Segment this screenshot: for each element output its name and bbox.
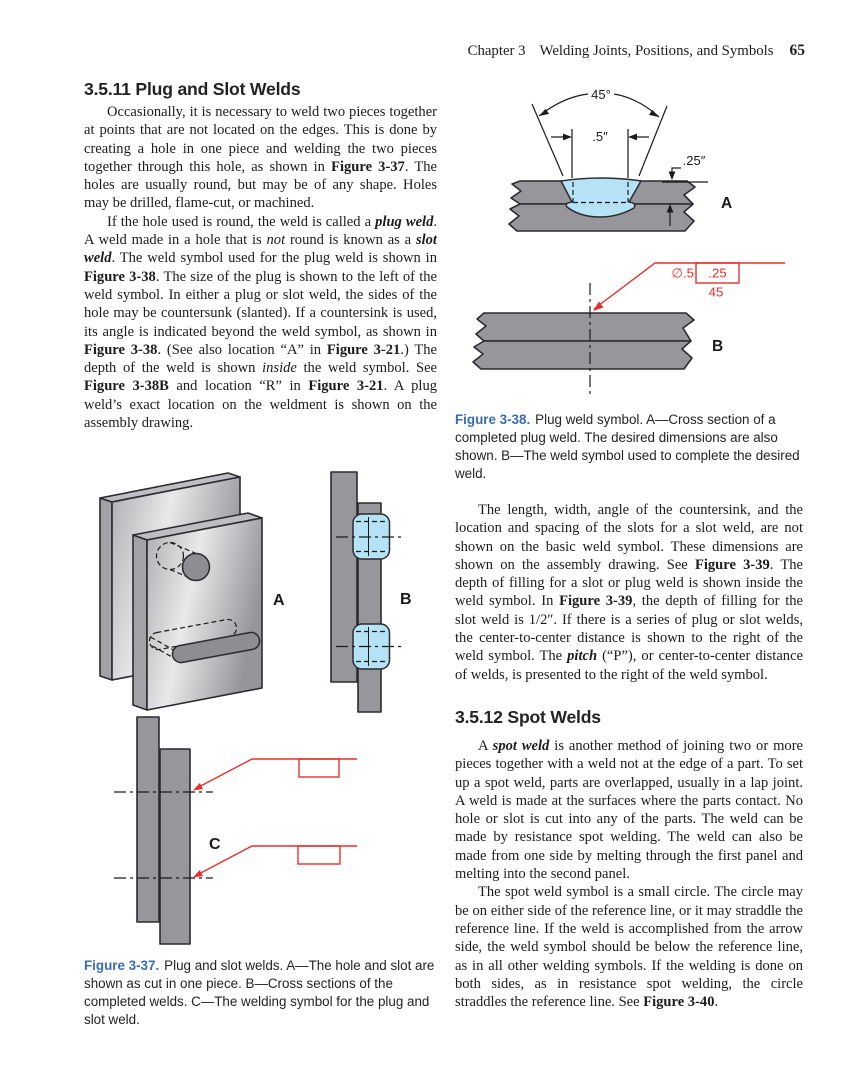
arrowhead [193,870,203,878]
page-header: Chapter 3 Welding Joints, Positions, and … [0,42,805,60]
arrowhead [193,783,203,791]
width-dimension: .5″ [592,129,608,144]
angle-dimension: 45° [591,87,611,102]
plug-slot-3d-view: A [99,472,285,711]
chapter-title: Welding Joints, Positions, and Symbols [539,43,774,59]
plug-weld-symbol-view: ∅.5 .25 45 B [472,262,785,397]
slot-hole [171,631,261,664]
round-hole [181,552,211,582]
plug-weld-metal [559,177,643,218]
arrowhead [649,109,659,117]
figure-3-37-drawing: A B C [99,471,412,945]
welding-symbol-view: C [114,716,357,945]
right-column-text-1: The length, width, angle of the counters… [455,501,803,684]
figure-label-b: B [400,591,412,608]
arrowhead [593,301,604,311]
plug-weld-symbol-box [695,262,740,284]
fill-depth-label: .25 [708,266,726,281]
countersink-angle-label: 45 [709,285,724,300]
section-heading-3-5-12: 3.5.12 Spot Welds [455,707,601,727]
weld-size-label: ∅.5 [672,266,695,281]
left-column-text: Occasionally, it is necessary to weld tw… [84,103,437,432]
arrowhead [563,133,572,141]
paragraph: A spot weld is another method of joining… [455,738,803,883]
paragraph: Occasionally, it is necessary to weld tw… [84,104,437,212]
figure-3-38-drawing: 45° .5″ .25″ A ∅.5 .25 45 B [472,87,785,397]
plug-weld-symbol [193,758,357,791]
arrowhead [628,133,637,141]
weld-cross-section-view: B [330,471,412,713]
figure-label-a: A [721,195,732,212]
right-column-text-2: A spot weld is another method of joining… [455,737,803,1011]
arrowhead [666,204,674,213]
paragraph: The spot weld symbol is a small circle. … [455,884,803,1011]
arrowhead [668,171,676,180]
figure-label-c: C [209,836,221,853]
paragraph: The length, width, angle of the counters… [455,502,803,683]
slot-weld-symbol [193,845,357,878]
figure-3-37-caption: Figure 3-37.Plug and slot welds. A—The h… [84,958,435,1027]
figure-3-38-caption: Figure 3-38.Plug weld symbol. A—Cross se… [455,412,800,481]
figure-label-a: A [273,592,285,609]
hidden-hole-outline [155,541,185,571]
plug-weld-cross-section: 45° .5″ .25″ A [508,87,732,232]
section-heading-3-5-11: 3.5.11 Plug and Slot Welds [84,79,301,99]
page-number: 65 [789,42,806,59]
depth-dimension: .25″ [683,153,706,168]
figure-label-b: B [712,338,723,355]
chapter-label: Chapter 3 [467,43,526,59]
arrowhead [539,108,549,116]
paragraph: If the hole used is round, the weld is c… [84,213,438,432]
